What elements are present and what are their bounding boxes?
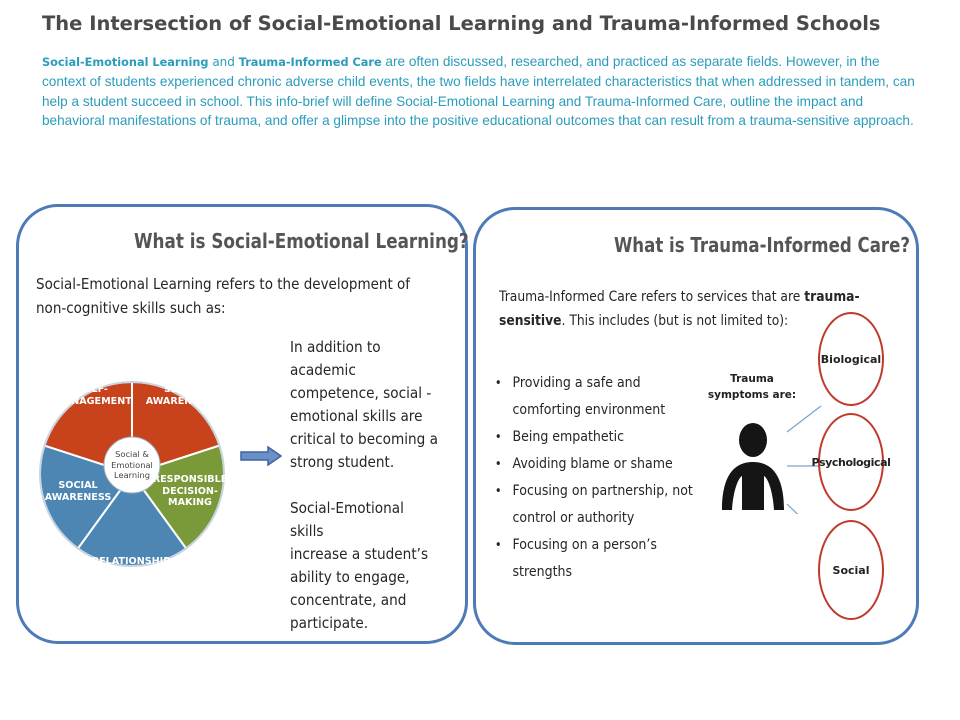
wheel-label-line: MANAGEMENT (54, 395, 132, 407)
tic-definition-text: . This includes (but is not limited to): (561, 313, 789, 329)
sel-paragraph-skills: Social-Emotional skills increase a stude… (290, 497, 440, 635)
tic-bullet-list: • Providing a safe and comforting environ… (494, 370, 702, 586)
symptom-label: Psychological (811, 455, 891, 469)
wheel-label-line: DECISION- (162, 485, 218, 497)
list-item: • Focusing on partnership, not control or… (494, 478, 702, 532)
list-item: • Being empathetic (494, 424, 702, 451)
wheel-label-self-awareness: SELF- AWARENESS (143, 384, 215, 407)
tic-definition-text: Trauma-Informed Care refers to services … (499, 289, 805, 305)
wheel-label-line: SELF- (78, 384, 108, 395)
symptom-biological: Biological (818, 312, 884, 406)
tic-definition-line1: Trauma-Informed Care refers to services … (499, 285, 869, 309)
wheel-label-line: SELF- (164, 384, 194, 395)
tic-definition-bold: sensitive (499, 313, 562, 329)
wheel-label-line: SKILLS (112, 567, 150, 579)
hub-line: Emotional (111, 459, 153, 470)
trauma-symptoms-label: Trauma symptoms are: (704, 371, 800, 403)
wheel-label-self-management: SELF- MANAGEMENT (52, 384, 134, 407)
tic-definition: Trauma-Informed Care refers to services … (499, 285, 869, 333)
wheel-label-line: RESPONSIBLE (152, 474, 228, 485)
paragraph-line: In addition to academic (290, 338, 381, 379)
bullet-dot: • (494, 376, 502, 391)
wheel-hub (103, 436, 161, 494)
paragraph-line: increase a student’s (290, 545, 429, 563)
sel-wheel (39, 380, 225, 567)
right-arrow-icon (240, 446, 282, 466)
intro-body: are often discussed, researched, and pra… (42, 54, 915, 128)
bullet-text: Avoiding blame or shame (512, 456, 673, 472)
paragraph-line: strong student. (290, 453, 395, 471)
paragraph-line: participate. (290, 614, 369, 632)
page-title: The Intersection of Social-Emotional Lea… (42, 12, 881, 35)
intro-paragraph: Social-Emotional Learning and Trauma-Inf… (42, 52, 922, 130)
bullet-dot: • (494, 457, 502, 472)
sel-definition: Social-Emotional Learning refers to the … (36, 272, 414, 320)
wheel-label-responsible-decision-making: RESPONSIBLE DECISION- MAKING (150, 474, 230, 509)
wheel-rim (39, 381, 225, 567)
wheel-label-line: MAKING (168, 497, 212, 508)
paragraph-line: concentrate, and (290, 591, 407, 609)
tic-heading: What is Trauma-Informed Care? (614, 233, 910, 257)
intro-term-sel: Social-Emotional Learning (42, 56, 209, 69)
symptom-label: Social (832, 563, 870, 577)
paragraph-line: emotional skills are (290, 407, 423, 425)
wheel-label-relationship-skills: RELATIONSHIP SKILLS (88, 556, 174, 579)
paragraph-line: critical to becoming a (290, 430, 439, 448)
hub-line: Learning (113, 470, 151, 480)
bullet-text: Focusing on a person’s strengths (512, 537, 657, 580)
paragraph-line: competence, social - (290, 384, 432, 402)
intro-joiner: and (208, 55, 239, 69)
symptom-social: Social (818, 520, 884, 620)
tic-definition-bold: trauma- (804, 289, 860, 305)
wheel-label-line: AWARENESS (145, 395, 213, 407)
bullet-text: Providing a safe and comforting environm… (512, 375, 666, 418)
paragraph-line: Social-Emotional skills (290, 499, 404, 540)
list-item: • Providing a safe and comforting environ… (494, 370, 702, 424)
list-item: • Focusing on a person’s strengths (494, 532, 702, 586)
symptom-psychological: Psychological (812, 413, 891, 511)
sel-heading: What is Social-Emotional Learning? (134, 229, 469, 253)
bullet-text: Being empathetic (512, 429, 624, 445)
symptom-connectors (786, 405, 822, 514)
wheel-label-line: AWARENESS (44, 491, 112, 503)
bullet-text: Focusing on partnership, not control or … (512, 483, 693, 526)
sel-definition-line1: Social-Emotional Learning refers to the … (36, 275, 411, 293)
sel-paragraph-academic: In addition to academic competence, soci… (290, 336, 440, 474)
list-item: • Avoiding blame or shame (494, 451, 702, 478)
intro-term-tic: Trauma-Informed Care (238, 56, 382, 69)
bullet-dot: • (494, 430, 502, 445)
wheel-label-line: RELATIONSHIP (91, 556, 171, 567)
trauma-label-line: Trauma (730, 373, 774, 385)
bullet-dot: • (494, 538, 502, 553)
symptom-label: Biological (820, 352, 882, 366)
wheel-hub-label: Social & Emotional Learning (106, 449, 158, 481)
bullet-dot: • (494, 484, 502, 499)
trauma-label-line: symptoms are: (707, 389, 797, 401)
wheel-label-social-awareness: SOCIAL AWARENESS (40, 480, 116, 503)
paragraph-line: ability to engage, (290, 568, 410, 586)
hub-line: Social & (115, 449, 149, 459)
person-silhouette-icon (722, 423, 784, 510)
tic-definition-line2: sensitive. This includes (but is not lim… (499, 309, 869, 333)
wheel-label-line: SOCIAL (58, 480, 98, 491)
sel-definition-line2: non-cognitive skills such as: (36, 299, 226, 317)
